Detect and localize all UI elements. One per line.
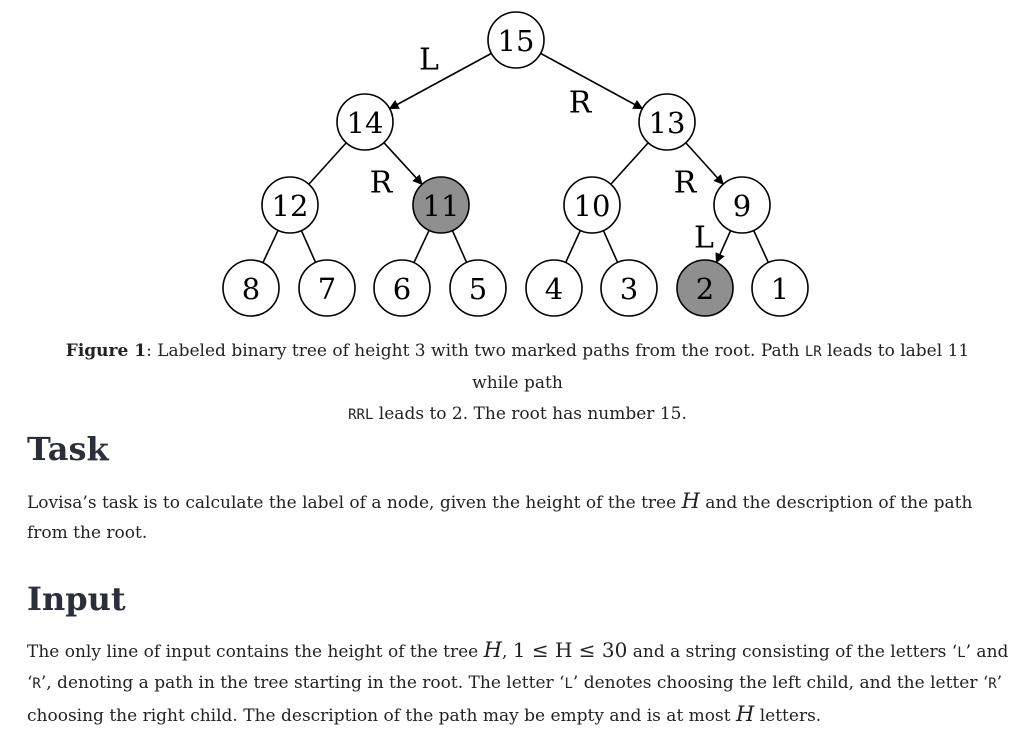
input-letter-l-2: L (564, 676, 573, 692)
input-text-2: , (501, 642, 513, 662)
task-text-2: and the description of the path from the… (27, 493, 973, 543)
tree-node: 8 (222, 259, 280, 317)
task-paragraph: Lovisa’s task is to calculate the label … (27, 486, 1012, 548)
task-text-1: Lovisa’s task is to calculate the label … (27, 493, 682, 513)
node-circle (600, 259, 658, 317)
input-text-5: ‘ (27, 673, 33, 693)
tree-edge (610, 142, 649, 185)
tree-node: 9 (713, 176, 771, 234)
node-label: 9 (733, 189, 751, 223)
tree-edge (752, 230, 770, 263)
tree-edge-arrow (715, 230, 732, 264)
tree-edge-arrow (383, 142, 423, 186)
node-circle (563, 176, 621, 234)
node-circle (525, 259, 583, 317)
tree-edges (262, 52, 770, 264)
node-label: 6 (393, 272, 411, 306)
node-label: 12 (272, 189, 309, 223)
input-text-9: choosing the right child. The descriptio… (27, 706, 736, 726)
figure-caption: Figure 1: Labeled binary tree of height … (40, 336, 995, 431)
caption-text-3: leads to 2. The root has number 15. (373, 404, 687, 424)
node-label: 8 (242, 272, 260, 306)
node-circle (487, 11, 545, 69)
node-circle (261, 176, 319, 234)
tree-edge (451, 230, 468, 263)
node-label: 5 (469, 272, 487, 306)
caption-text-1: : Labeled binary tree of height 3 with t… (146, 341, 805, 361)
tree-node: 1 (751, 259, 809, 317)
tree-edge (602, 230, 619, 263)
input-var-h-2: H (736, 702, 755, 726)
input-text-7: ’ denotes choosing the left child, and t… (572, 673, 989, 693)
tree-node: 11 (412, 176, 470, 234)
node-label: 14 (347, 106, 384, 140)
input-range: 1 ≤ H ≤ 30 (512, 638, 628, 662)
input-heading: Input (27, 580, 126, 618)
tree-edge-arrow (540, 52, 644, 110)
node-label: 10 (574, 189, 611, 223)
tree-node: 3 (600, 259, 658, 317)
task-heading: Task (27, 430, 109, 468)
tree-edge (262, 230, 279, 263)
tree-node: 13 (638, 93, 696, 151)
caption-path-lr: LR (804, 344, 822, 360)
tree-edge (413, 230, 430, 263)
tree-edge (308, 142, 347, 185)
input-letter-l: L (957, 645, 966, 661)
node-circle (298, 259, 356, 317)
node-label: 2 (696, 272, 714, 306)
node-label: 15 (498, 24, 535, 58)
tree-edge (564, 230, 582, 263)
node-circle (713, 176, 771, 234)
input-text-10: letters. (754, 706, 822, 726)
input-letter-r: R (32, 676, 41, 692)
tree-edge-arrow (388, 52, 492, 110)
node-label: 11 (423, 189, 460, 223)
input-var-h: H (483, 638, 502, 662)
tree-edge (300, 230, 317, 263)
node-circle (638, 93, 696, 151)
node-circle (751, 259, 809, 317)
task-var-h: H (681, 489, 700, 513)
edge-label: R (569, 86, 593, 121)
node-circle (373, 259, 431, 317)
tree-nodes: 15 14 13 12 11 10 9 8 7 6 5 4 3 2 1 (222, 11, 809, 317)
caption-path-rrl: RRL (348, 407, 374, 423)
tree-node: 15 (487, 11, 545, 69)
tree-node: 7 (298, 259, 356, 317)
input-text-6: ’, denoting a path in the tree starting … (40, 673, 565, 693)
tree-node: 6 (373, 259, 431, 317)
edge-label: L (694, 221, 714, 256)
node-label: 1 (771, 272, 789, 306)
marked-node-circle (676, 259, 734, 317)
input-text-8: ’ (996, 673, 1003, 693)
tree-edge-arrow (685, 142, 724, 185)
tree-node: 4 (525, 259, 583, 317)
figure-label: Figure 1 (65, 341, 147, 361)
input-paragraph: The only line of input contains the heig… (27, 635, 1012, 731)
input-letter-r-2: R (988, 676, 997, 692)
edge-label: R (674, 166, 698, 201)
node-label: 13 (649, 106, 686, 140)
input-text-4: ’ and (965, 642, 1009, 662)
node-label: 7 (318, 272, 336, 306)
node-circle (336, 93, 394, 151)
marked-node-circle (412, 176, 470, 234)
tree-node: 5 (449, 259, 507, 317)
node-label: 3 (620, 272, 638, 306)
edge-label: L (419, 43, 439, 78)
node-circle (449, 259, 507, 317)
edge-label: R (370, 166, 394, 201)
tree-node: 2 (676, 259, 734, 317)
tree-node: 12 (261, 176, 319, 234)
tree-node: 10 (563, 176, 621, 234)
tree-node: 14 (336, 93, 394, 151)
input-text-3: and a string consisting of the letters ‘ (627, 642, 958, 662)
node-label: 4 (545, 272, 563, 306)
input-text-1: The only line of input contains the heig… (27, 642, 484, 662)
caption-text-2: leads to label 11 while path (472, 341, 970, 393)
node-circle (222, 259, 280, 317)
